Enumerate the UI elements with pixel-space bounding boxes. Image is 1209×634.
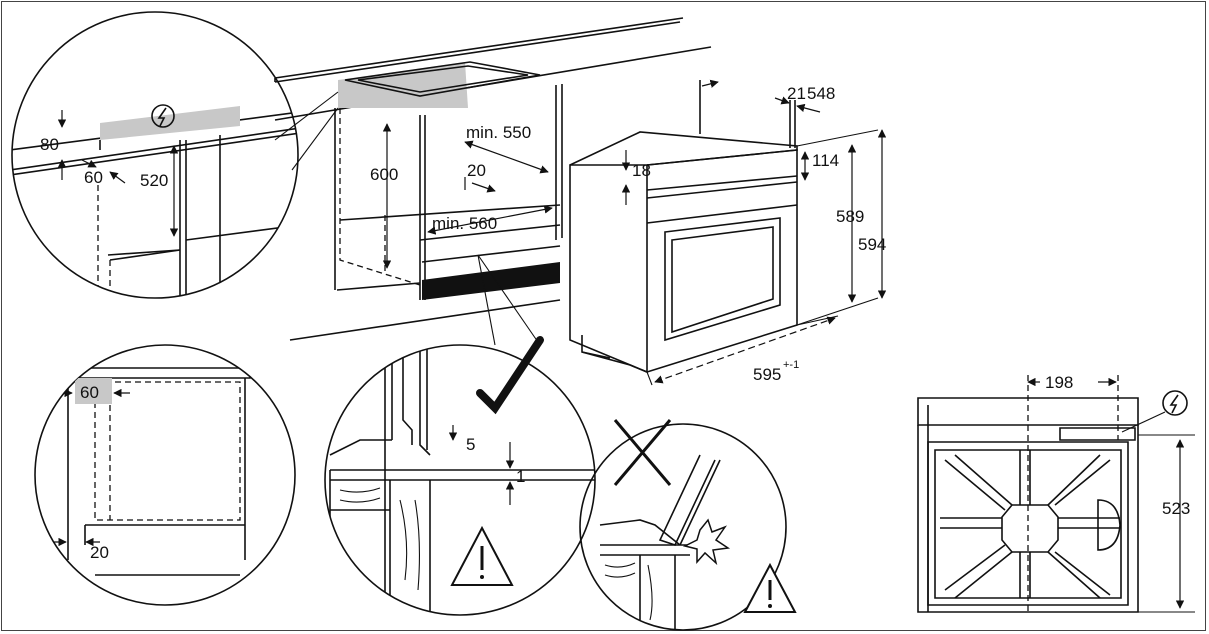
dim-80: 80 bbox=[40, 135, 59, 154]
callout-line-a1 bbox=[274, 91, 339, 141]
dim-60-hob: 60 bbox=[84, 168, 103, 187]
dim-min-560: min. 560 bbox=[432, 214, 497, 233]
cross-icon bbox=[613, 419, 672, 486]
warning-icon bbox=[743, 562, 797, 613]
dim-1: 1 bbox=[516, 467, 525, 486]
dim-114: 114 bbox=[812, 151, 839, 170]
dim-5: 5 bbox=[466, 435, 475, 454]
cabinet-dimensions: 600 min. 550 20 min. 560 bbox=[370, 123, 553, 269]
dim-60-side: 60 bbox=[80, 383, 99, 402]
check-icon bbox=[476, 336, 544, 415]
rear-view: 198 523 bbox=[917, 373, 1195, 613]
dim-18: 18 bbox=[632, 161, 651, 180]
dim-523: 523 bbox=[1162, 499, 1190, 518]
lightning-icon bbox=[1162, 390, 1188, 416]
dim-594: 594 bbox=[858, 235, 886, 254]
detail-circle-hob: 80 60 520 bbox=[11, 11, 299, 299]
dim-198: 198 bbox=[1045, 373, 1073, 392]
detail-circle-incorrect bbox=[579, 419, 797, 631]
detail-circle-correct: 5 1 bbox=[324, 336, 596, 616]
dim-min-550: min. 550 bbox=[466, 123, 531, 142]
plinth-vent bbox=[422, 262, 560, 300]
callout-line-a2 bbox=[291, 107, 339, 171]
dim-600: 600 bbox=[370, 165, 398, 184]
cabinet-perspective bbox=[274, 17, 712, 341]
oven-dimensions: 21 548 18 114 589 594 595 +-1 bbox=[621, 79, 886, 386]
dim-589: 589 bbox=[836, 207, 864, 226]
dim-20-rear: 20 bbox=[467, 161, 486, 180]
dim-548: 548 bbox=[807, 84, 835, 103]
oven bbox=[569, 80, 798, 374]
dim-20-side: 20 bbox=[90, 543, 109, 562]
callout-line-c1 bbox=[477, 254, 496, 346]
dim-595: 595 bbox=[753, 365, 781, 384]
dim-21: 21 bbox=[787, 84, 806, 103]
dim-520: 520 bbox=[140, 171, 168, 190]
burst-icon bbox=[682, 518, 731, 566]
callout-line-c2 bbox=[477, 254, 541, 346]
dim-595-tolerance: +-1 bbox=[783, 359, 799, 371]
detail-circle-side: 60 20 bbox=[34, 344, 296, 606]
warning-icon bbox=[450, 525, 514, 586]
lightning-icon bbox=[151, 104, 175, 128]
hob-cutout-shade bbox=[338, 62, 468, 108]
